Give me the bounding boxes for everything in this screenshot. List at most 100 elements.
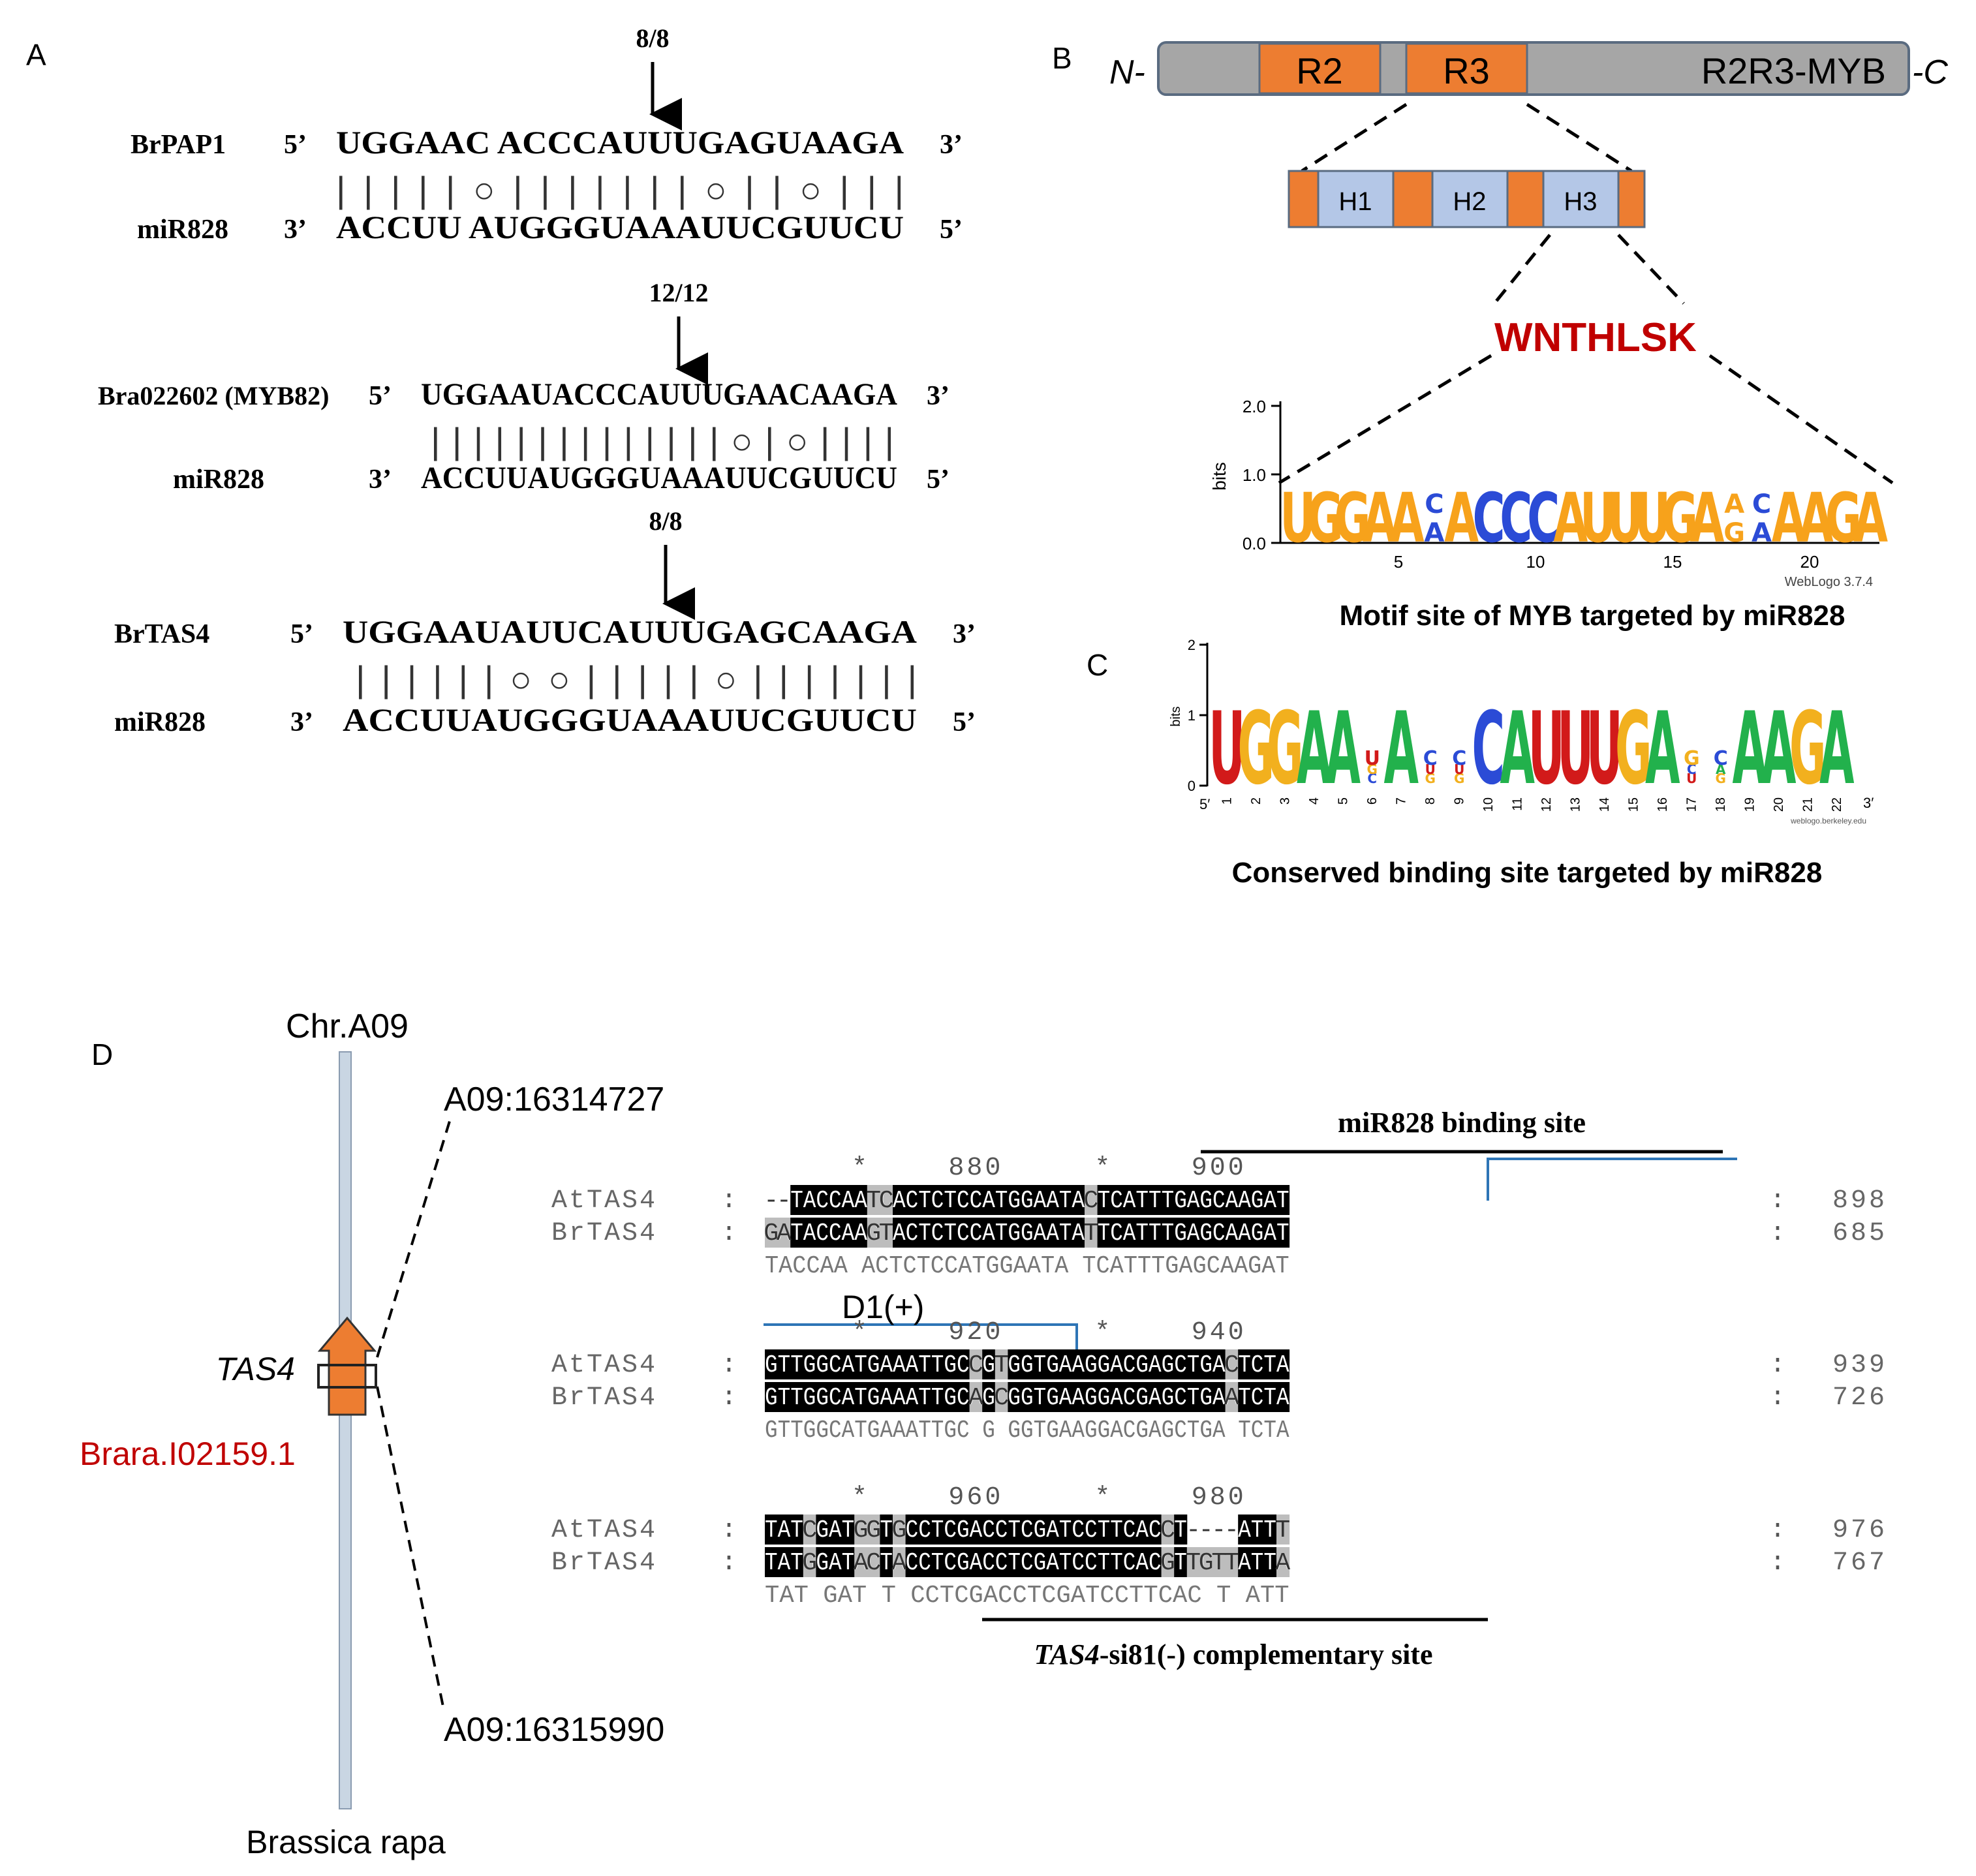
alignment-colon: : (721, 1383, 737, 1413)
logo-c-letter: C (1687, 761, 1697, 777)
alignment-cell-shade (1021, 1515, 1034, 1545)
alignment-cell-shade (1046, 1185, 1060, 1215)
alignment-cell-shade (841, 1185, 855, 1215)
logo-c-letter: U (1586, 690, 1623, 807)
alignment-cell-shade (867, 1349, 880, 1379)
alignment-cell-shade (893, 1515, 906, 1545)
alignment-sequence: TATGGATACTACCTCGACCTCGATCCTTCACGTTGTTATT… (765, 1549, 1289, 1577)
alignment-cell-shade (1085, 1547, 1098, 1577)
alignment-cell-shade (854, 1547, 868, 1577)
alignment-ruler-mark: 940 (1192, 1318, 1246, 1347)
end-coordinate: A09:16315990 (444, 1711, 664, 1749)
logo-c-letter: C (1423, 747, 1438, 770)
alignment-cell-shade (969, 1515, 983, 1545)
alignment-separator: : (1770, 1383, 1785, 1413)
alignment-cell-shade (816, 1382, 829, 1412)
alignment-cell-shade (880, 1382, 893, 1412)
alignment-cell-shade (1149, 1349, 1162, 1379)
logo-c-letter: A (1716, 761, 1726, 777)
alignment-position: 939 (1832, 1351, 1887, 1380)
pairing-3: ||||||○○|||||○||||||| (356, 658, 917, 700)
panel-a: A 8/8 BrPAP1 5’ UGGAAC ACCCAUUUGAGUAAGA … (26, 23, 976, 738)
logo-b-caption: Motif site of MYB targeted by miR828 (1339, 600, 1845, 632)
logo-c-letter: C (1452, 747, 1466, 770)
mirna-5prime-2: 5’ (927, 465, 949, 495)
zoom-line-end (376, 1386, 445, 1710)
alignment-cell-shade (1238, 1349, 1252, 1379)
logo-c-letter: U (1365, 747, 1380, 770)
helix-h1 (1317, 170, 1395, 228)
alignment-mismatch-char: - (1211, 1516, 1226, 1545)
alignment-cell-shade (829, 1547, 842, 1577)
logo-b-letter: G (1307, 478, 1344, 558)
gene-label: TAS4 (216, 1351, 295, 1387)
logo-c-position: 8 (1423, 797, 1438, 805)
alignment-cell-shade (957, 1515, 970, 1545)
alignment-cell-shade (944, 1218, 957, 1248)
alignment-mismatch-char: T (1083, 1220, 1098, 1248)
mirna-seq-1: ACCUU AUGGGUAAAUUCGUUCU (336, 209, 904, 245)
alignment-cell-shade (1212, 1547, 1226, 1577)
alignment-cell-shade (1058, 1382, 1072, 1412)
alignment-mismatch-char: - (1224, 1516, 1239, 1545)
alignment-cell-shade (816, 1515, 829, 1545)
alignment-cell-shade (1085, 1515, 1098, 1545)
alignment-cell-shade (854, 1218, 868, 1248)
alignment-cell-shade (1072, 1547, 1085, 1577)
logo-c-letter: G (1615, 690, 1652, 807)
logo-b-letter: A (1554, 478, 1588, 558)
alignment-cell-shade (1097, 1218, 1111, 1248)
alignment-cell-shade (1110, 1547, 1124, 1577)
alignment-cell-shade (931, 1382, 944, 1412)
logo-c-letter: G (1367, 761, 1378, 777)
alignment-cell-shade (995, 1349, 1008, 1379)
alignment-cell-shade (1046, 1218, 1060, 1248)
logo-b-letter: A (1363, 478, 1397, 558)
alignment-cell-shade (1250, 1515, 1264, 1545)
alignment-cell-shade (1021, 1547, 1034, 1577)
alignment-cell-shade (1250, 1185, 1264, 1215)
mirna-name-3: miR828 (114, 707, 206, 737)
alignment-cell-shade (1225, 1382, 1239, 1412)
alignment-cell-shade (1110, 1218, 1124, 1248)
alignment-cell-shade (944, 1349, 957, 1379)
alignment-cell-shade (1186, 1185, 1200, 1215)
alignment-cell-shade (893, 1185, 906, 1215)
logo-c-letter: U (1557, 690, 1594, 807)
helix-h3 (1542, 170, 1620, 228)
alignment-mismatch-char: C (866, 1549, 881, 1577)
alignment-cell-shade (995, 1547, 1008, 1577)
alignment-cell-shade (1161, 1185, 1175, 1215)
alignment-cell-shade (841, 1218, 855, 1248)
alignment-cell-shade (1058, 1349, 1072, 1379)
alignment-cell-shade (803, 1218, 816, 1248)
logo-c-letter: C (1714, 747, 1728, 770)
logo-b-letter: A (1390, 478, 1425, 558)
alignment-cell-shade (1225, 1349, 1239, 1379)
alignment-cell-shade (1135, 1185, 1149, 1215)
alignment-cell-shade (1161, 1515, 1175, 1545)
n-terminus: N- (1109, 54, 1145, 91)
logo-c-5prime: 5′ (1199, 796, 1210, 812)
alignment-cell-shade (1174, 1349, 1188, 1379)
alignment-cell-shade (931, 1349, 944, 1379)
complementary-site-label-gene: TAS4 (1034, 1638, 1099, 1670)
alignment-cell-shade (995, 1218, 1008, 1248)
zoom-line-left (1301, 102, 1408, 173)
logo-c-letter: U (1425, 761, 1436, 777)
logo-b-ytick-label: 2.0 (1243, 397, 1266, 416)
alignment-cell-shade (1097, 1349, 1111, 1379)
logo-c-position: 22 (1830, 797, 1844, 812)
logo-b-letter: C (1472, 478, 1505, 558)
alignment-cell-shade (1263, 1382, 1277, 1412)
logo-c-letter: A (1733, 690, 1767, 807)
alignment-cell-shade (969, 1218, 983, 1248)
logo-c-position: 4 (1307, 797, 1321, 805)
logo-b-xtick: 10 (1526, 552, 1545, 572)
alignment-row-name: AtTAS4 (551, 1516, 657, 1545)
logo-c-letter: C (1472, 690, 1505, 807)
pair-brtas4: 8/8 BrTAS4 5’ UGGAAUAUUCAUUUGAGCAAGA 3’ … (114, 506, 976, 738)
gene-id: Brara.I02159.1 (80, 1436, 296, 1472)
